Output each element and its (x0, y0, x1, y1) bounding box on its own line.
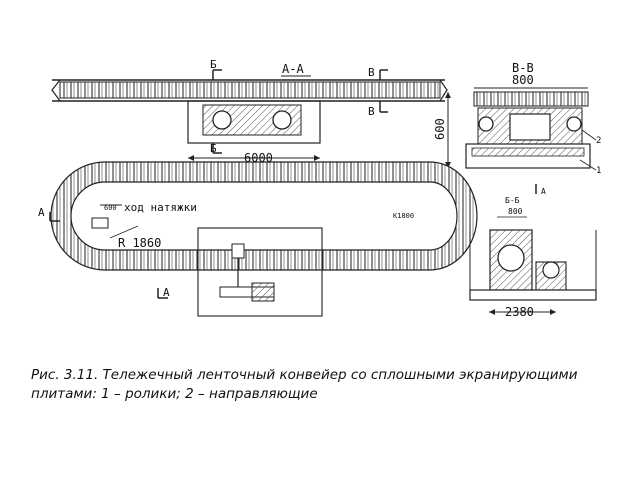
section-view-vv: В-В 800 600 2 1 (433, 61, 601, 176)
callout-2: 2 (596, 136, 601, 146)
pit-outline (187, 100, 321, 144)
elevation-view-aa: Б Б А-А В В 6000 (51, 58, 448, 165)
mark-a-bottom: А (163, 286, 170, 299)
section-bb-title: Б-Б (505, 196, 520, 205)
dim-r1860: R 1860 (118, 236, 161, 250)
mark-b-bottom: Б (210, 142, 217, 155)
dim-600-small: 600 (104, 204, 117, 212)
take-up-travel-label: ход натяжки (124, 201, 197, 214)
mark-v-top: В (368, 66, 375, 79)
mark-a-left: А (38, 206, 45, 219)
section-aa-title: А-А (282, 62, 304, 76)
dim-800-bb: 800 (508, 207, 523, 216)
conveyor-drawing: Б Б А-А В В 6000 В-В 800 600 2 1 (38, 58, 601, 319)
callout-1: 1 (596, 166, 601, 176)
section-view-bb: Б-Б 800 2380 (469, 196, 597, 319)
conveyor-frame-top (59, 81, 441, 99)
drive-station-plan (197, 227, 323, 317)
figure-caption: Рис. 3.11. Тележечный ленточный конвейер… (31, 366, 621, 404)
take-up-carriage (91, 217, 109, 229)
caption-line-2: плитами: 1 – ролики; 2 – направляющие (31, 386, 318, 402)
caption-line-1: Рис. 3.11. Тележечный ленточный конвейер… (31, 367, 578, 383)
dim-k1800: K1800 (393, 212, 414, 220)
dim-800-vv: 800 (512, 73, 534, 87)
conveyor-loop (51, 162, 477, 270)
mark-v-bottom: В (368, 105, 375, 118)
dim-2380: 2380 (505, 305, 534, 319)
dim-600: 600 (433, 118, 447, 140)
plan-view: 600 ход натяжки R 1860 K1800 А А А (38, 161, 546, 317)
mark-b-top: Б (210, 58, 217, 71)
mark-a-right: А (541, 187, 546, 196)
section-vv-title: В-В (512, 61, 534, 75)
